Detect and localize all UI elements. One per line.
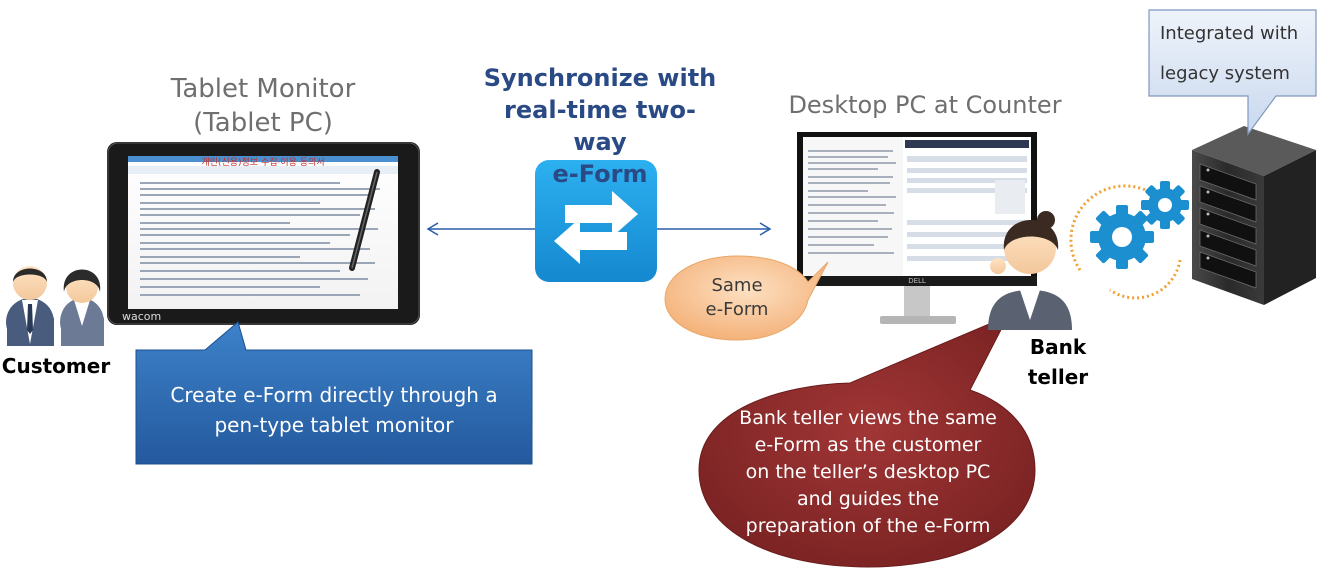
desktop-monitor <box>797 132 1037 324</box>
same-eform-callout-shape <box>664 255 829 341</box>
teller-callout-line5: preparation of the e-Form <box>745 515 991 537</box>
tablet-title-line2: (Tablet PC) <box>193 108 333 138</box>
tablet-callout-shape <box>135 321 533 465</box>
tablet-callout-line1: Create e-Form directly through a <box>170 383 498 407</box>
tablet-monitor <box>107 142 420 325</box>
sync-title-line3: e-Form <box>552 160 648 188</box>
server-icon <box>1192 126 1316 305</box>
same-eform-line1: Same <box>711 275 763 296</box>
tablet-brand: wacom <box>122 310 162 323</box>
tablet-title-line1: Tablet Monitor <box>170 74 356 104</box>
desktop-brand: DELL <box>908 277 926 285</box>
same-eform-text: Same e-Form <box>672 274 802 322</box>
teller-callout-line2: e-Form as the customer <box>754 434 982 456</box>
same-eform-line2: e-Form <box>705 299 769 320</box>
customer-label: Customer <box>1 354 111 378</box>
tablet-title: Tablet Monitor (Tablet PC) <box>138 72 388 140</box>
legacy-callout-text: Integrated with legacy system <box>1160 14 1310 94</box>
tablet-callout-line2: pen-type tablet monitor <box>214 413 454 437</box>
bank-teller-figure <box>988 211 1072 330</box>
teller-label: Bank teller <box>1025 332 1091 392</box>
gear-icons <box>1069 181 1189 300</box>
legacy-callout-shape <box>1148 9 1317 136</box>
sync-icon <box>535 160 657 282</box>
customer-figures <box>6 266 104 346</box>
teller-callout-line1: Bank teller views the same <box>739 407 997 429</box>
tablet-callout-text: Create e-Form directly through a pen-typ… <box>140 380 528 440</box>
teller-callout-line4: and guides the <box>796 488 940 510</box>
teller-callout-line3: on the teller’s desktop PC <box>745 461 991 483</box>
sync-title-line1: Synchronize with <box>483 64 717 92</box>
sync-title: Synchronize with real-time two-way e-For… <box>480 62 720 190</box>
desktop-title: Desktop PC at Counter <box>788 91 1062 119</box>
sync-title-line2: real-time two-way <box>504 96 696 156</box>
legacy-callout-line1: Integrated with <box>1160 23 1299 44</box>
teller-label-line2: teller <box>1027 365 1089 389</box>
teller-label-line1: Bank <box>1029 335 1087 359</box>
legacy-callout-line2: legacy system <box>1160 63 1290 84</box>
tablet-form-header: 개인(신용)정보 수집·이용 동의서 <box>201 158 325 168</box>
teller-callout-shape <box>698 315 1036 568</box>
teller-callout-text: Bank teller views the same e-Form as the… <box>730 405 1006 540</box>
